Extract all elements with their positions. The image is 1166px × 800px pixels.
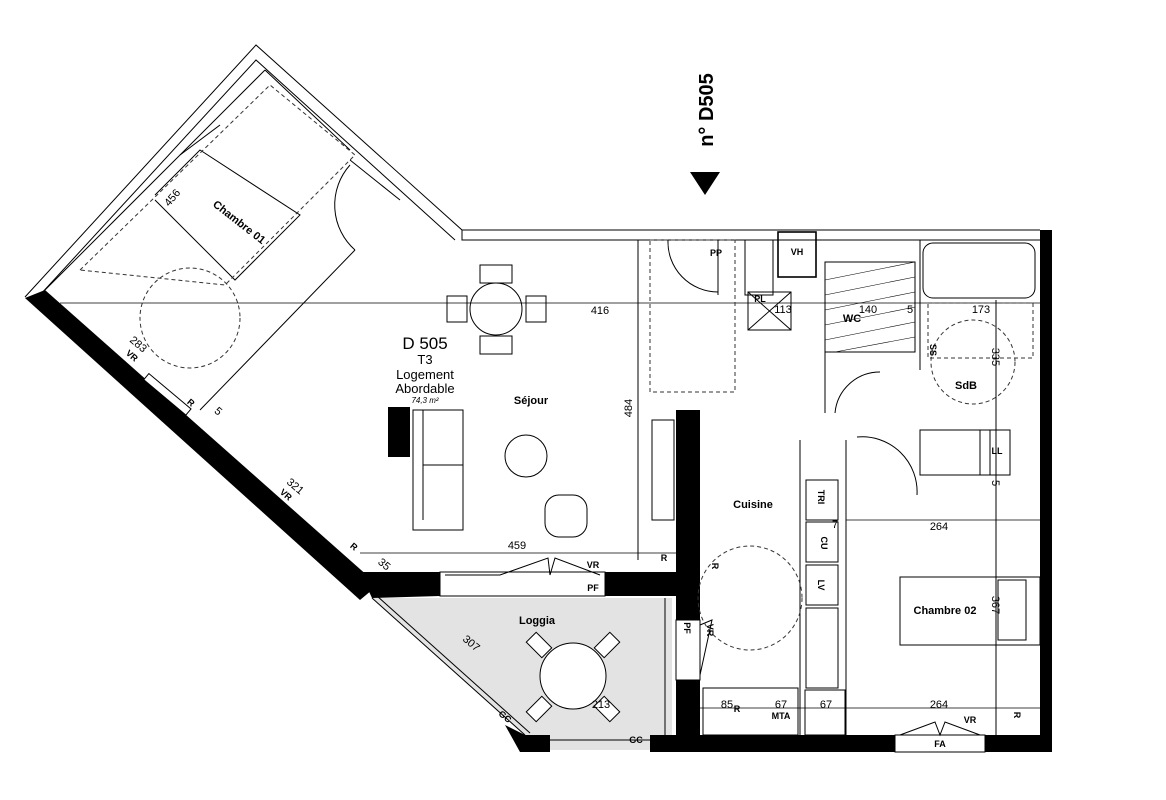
dimension: 67 (820, 699, 832, 711)
label-fa-chambre02: FA (934, 739, 946, 749)
dimension: 113 (774, 304, 792, 316)
dimension: 5 (212, 405, 224, 418)
label-ss: SS (928, 344, 938, 356)
label-r-chambre02: R (1012, 712, 1022, 719)
dimension: 264 (930, 699, 948, 711)
openings (67, 317, 986, 753)
dimension: 416 (591, 305, 609, 317)
dimension: 5 (989, 480, 1001, 486)
dimension: 67 (775, 699, 787, 711)
label-vr-sejour: VR (587, 560, 600, 570)
label-gc-bottom: GC (629, 735, 643, 745)
room-wc: WC (843, 313, 861, 325)
label-r-sejour-diag: R (348, 541, 360, 553)
unit-type: T3 (417, 352, 432, 367)
outer-envelope (24, 44, 1040, 298)
dimension: 140 (859, 304, 877, 316)
label-ll: LL (992, 446, 1003, 456)
room-cuisine: Cuisine (733, 499, 773, 511)
label-tri: TRI (816, 490, 826, 505)
dimension: 264 (930, 521, 948, 533)
label-r-sejour: R (661, 553, 668, 563)
room-chambre-02: Chambre 02 (914, 605, 977, 617)
chambre-01-plan (44, 69, 401, 416)
kitchen-bedroom02 (697, 300, 1041, 736)
dimension: 335 (989, 348, 1001, 366)
room-sejour: Séjour (514, 395, 549, 407)
sejour-furniture (60, 239, 1040, 560)
room-chambre-01: Chambre 01 (210, 199, 267, 247)
label-r-cuisine: R (710, 563, 720, 570)
label-pp: PP (710, 248, 722, 258)
wc-hatch (824, 261, 916, 353)
label-pl: PL (754, 294, 766, 304)
wet-areas (744, 231, 1036, 496)
unit-area: 74,3 m² (411, 396, 438, 405)
label-lv: LV (816, 580, 826, 591)
label-r-kitchen-bottom: R (734, 704, 741, 714)
room-sdb: SdB (955, 380, 977, 392)
label-mta: MTA (772, 711, 791, 721)
unit-code: D 505 (402, 334, 447, 353)
dimension: 213 (592, 699, 610, 711)
dimension: 367 (989, 596, 1001, 614)
loggia-table (525, 631, 621, 723)
dimension: 7 (832, 519, 838, 531)
loggia-area (372, 598, 672, 750)
room-loggia: Loggia (519, 615, 556, 627)
label-vr-cuisine: VR (705, 624, 715, 637)
dimension: 85 (721, 699, 733, 711)
label-cu: CU (819, 537, 829, 550)
label-pf-sejour: PF (587, 583, 599, 593)
walls (25, 230, 1052, 752)
label-vr-chambre02: VR (964, 715, 977, 725)
dimension: 484 (623, 399, 635, 417)
dimension: 173 (972, 304, 990, 316)
unit-label: D 505 T3 Logement Abordable 74,3 m² (395, 334, 454, 405)
unit-category-1: Logement (396, 367, 454, 382)
orientation-arrow-icon (690, 172, 720, 195)
unit-reference: n° D505 (696, 73, 718, 147)
dimension: 35 (375, 556, 392, 573)
label-pf-cuisine: PF (682, 622, 692, 634)
label-vh: VH (791, 247, 804, 257)
dimension: 459 (508, 540, 526, 552)
unit-category-2: Abordable (395, 381, 454, 396)
label-r-chambre01: R (185, 397, 197, 409)
dimension: 456 (162, 187, 183, 209)
dimension: 5 (907, 304, 913, 316)
